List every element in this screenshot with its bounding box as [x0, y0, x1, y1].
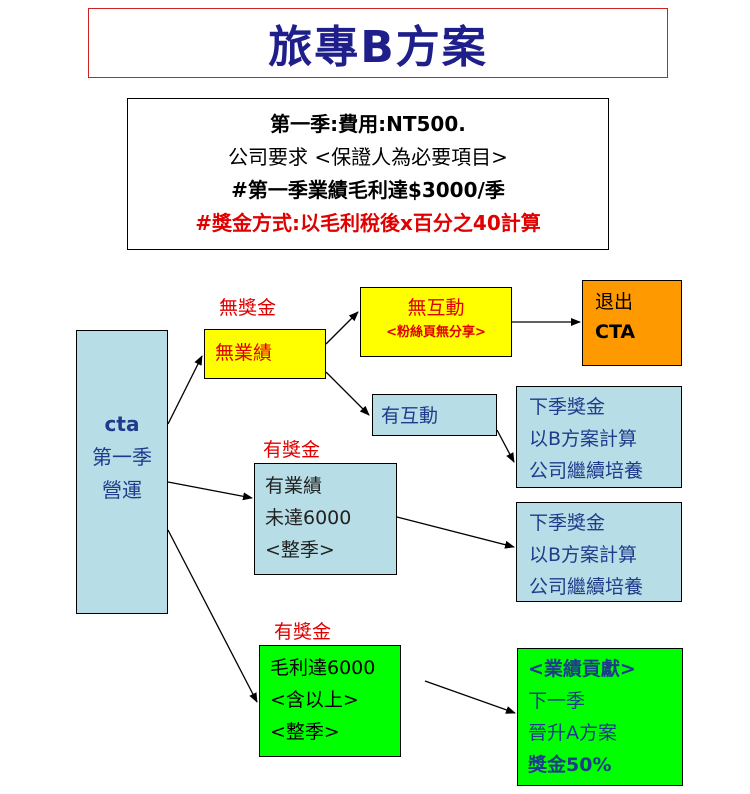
next-bonus-box-2: 下季獎金 以B方案計算 公司繼續培養: [516, 502, 682, 602]
arrow-mid-performance-to-next-bonus-2: [396, 516, 515, 549]
promotion-line4: 獎金50%: [528, 754, 612, 776]
info-line-target: #第一季業績毛利達$3000/季: [231, 178, 505, 202]
mid-performance-line1: 有業績: [265, 475, 323, 497]
mid-performance-line3: <整季>: [265, 539, 335, 561]
next-bonus-1-line2: 以B方案計算: [529, 428, 638, 450]
arrow-main-to-high-performance: [167, 529, 258, 703]
promotion-line2: 下一季: [528, 690, 586, 712]
exit-cta-box: 退出 CTA: [582, 280, 682, 366]
next-bonus-2-line2: 以B方案計算: [529, 544, 638, 566]
first-quarter-label: 第一季: [92, 444, 152, 469]
info-line-fee: 第一季:費用:NT500.: [270, 112, 466, 136]
next-bonus-2-line3: 公司繼續培養: [529, 576, 644, 598]
no-fanpage-share-label: <粉絲頁無分享>: [386, 325, 486, 340]
next-bonus-box-1: 下季獎金 以B方案計算 公司繼續培養: [516, 386, 682, 488]
arrow-main-to-no-performance: [167, 355, 203, 425]
high-performance-line2: <含以上>: [270, 689, 359, 711]
page-title: 旅專B方案: [88, 8, 668, 78]
next-bonus-1-line1: 下季獎金: [529, 396, 606, 418]
mid-performance-box: 有業績 未達6000 <整季>: [254, 463, 397, 575]
cta-first-quarter-box: cta 第一季 營運: [76, 330, 168, 614]
cta-label: cta: [104, 411, 140, 436]
label-bonus-high: 有獎金: [274, 621, 332, 643]
exit-label: 退出: [595, 291, 634, 313]
high-performance-line3: <整季>: [270, 721, 340, 743]
promotion-line1: <業績貢獻>: [528, 658, 636, 680]
operation-label: 營運: [102, 477, 142, 502]
high-performance-box: 毛利達6000 <含以上> <整季>: [259, 645, 401, 757]
next-bonus-2-line1: 下季獎金: [529, 512, 606, 534]
promotion-box: <業績貢獻> 下一季 晉升A方案 獎金50%: [517, 648, 683, 786]
next-bonus-1-line3: 公司繼續培養: [529, 460, 644, 482]
label-no-bonus: 無獎金: [219, 297, 277, 319]
info-line-bonus-method: #獎金方式:以毛利稅後x百分之40計算: [195, 211, 541, 235]
arrow-high-performance-to-promotion: [424, 680, 516, 714]
arrow-interaction-to-next-bonus-1: [496, 429, 515, 463]
info-line-requirement: 公司要求 <保證人為必要項目>: [228, 145, 508, 169]
arrow-main-to-mid-performance: [167, 481, 253, 501]
label-bonus-mid: 有獎金: [263, 439, 321, 461]
interaction-box: 有互動: [372, 394, 497, 436]
exit-cta-label: CTA: [595, 321, 636, 343]
promotion-line3: 晉升A方案: [528, 722, 617, 744]
no-interaction-box: 無互動 <粉絲頁無分享>: [360, 287, 512, 357]
mid-performance-line2: 未達6000: [265, 507, 352, 529]
arrow-no-performance-to-no-interaction: [325, 311, 359, 345]
plan-info-box: 第一季:費用:NT500. 公司要求 <保證人為必要項目> #第一季業績毛利達$…: [127, 98, 609, 250]
high-performance-line1: 毛利達6000: [270, 657, 376, 679]
no-performance-box: 無業績: [204, 329, 326, 379]
arrow-no-performance-to-interaction: [325, 371, 370, 416]
no-interaction-label: 無互動: [407, 297, 465, 319]
